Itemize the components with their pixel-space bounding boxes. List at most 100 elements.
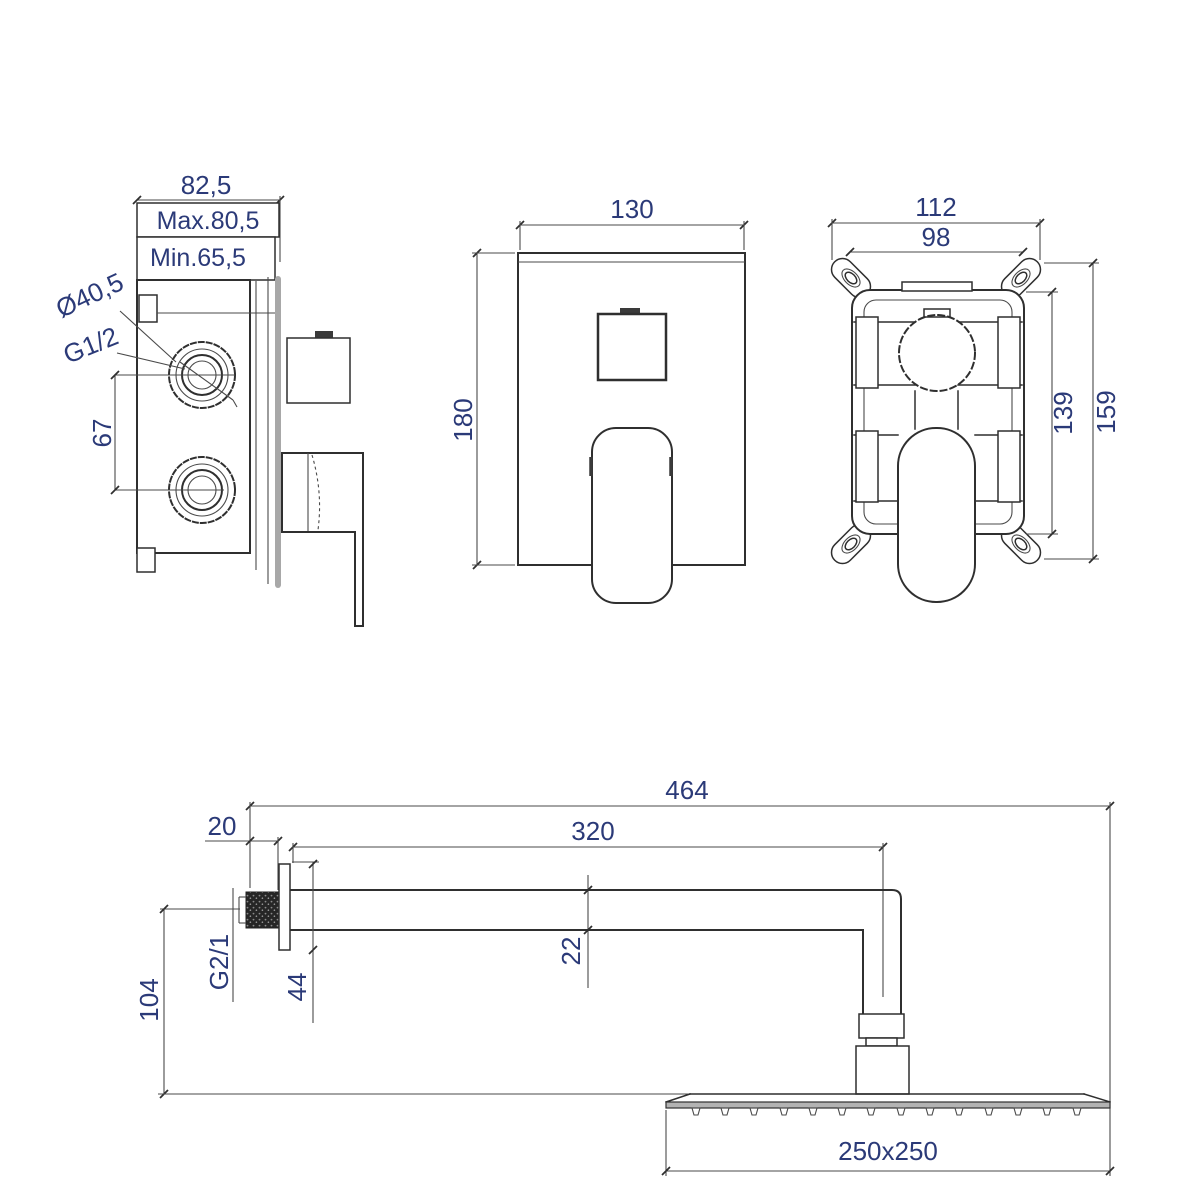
diverter-button-tab: [620, 308, 640, 315]
diverter-button: [596, 312, 668, 382]
min-depth-label: Min.65,5: [150, 244, 246, 272]
tick: [132, 195, 142, 205]
head-face-plate: [665, 1101, 1111, 1109]
dim-label: 22: [556, 937, 586, 966]
dim-overall-height: 159: [1044, 258, 1121, 564]
dim-label: 98: [922, 222, 951, 252]
dim-label: 320: [571, 816, 614, 846]
tick: [1047, 287, 1057, 297]
side-port-block: [855, 430, 879, 503]
dim-outer-width: 112: [827, 192, 1045, 260]
ear-slot-outer: [841, 268, 861, 288]
tick: [845, 247, 855, 257]
nozzle: [984, 1107, 994, 1116]
nozzle: [691, 1107, 701, 1116]
handle-curve: [311, 454, 321, 531]
arm-escutcheon: [278, 863, 291, 951]
dim-port-spacing: 67: [87, 370, 235, 495]
dim-label: 44: [282, 973, 312, 1002]
dim-plate-width: 130: [515, 194, 749, 250]
head-connector-neck: [865, 1037, 898, 1047]
dim-label: 82,5: [181, 170, 232, 200]
ear-slot-outer: [841, 534, 861, 554]
nozzle: [837, 1107, 847, 1116]
dim-label: 104: [134, 978, 164, 1021]
dim-label: 159: [1091, 390, 1121, 433]
nozzle: [808, 1107, 818, 1116]
escutcheon-plate-edge: [275, 276, 281, 588]
nozzle: [954, 1107, 964, 1116]
cartridge-tab: [315, 331, 333, 338]
mounting-ear-top-right: [1000, 257, 1042, 299]
nozzle: [779, 1107, 789, 1116]
tick: [583, 925, 593, 935]
tick: [308, 859, 318, 869]
leader-line: [116, 352, 186, 370]
dim-label: 67: [87, 419, 117, 448]
arm-bottom-outline: [289, 929, 864, 1015]
mixer-handle: [591, 427, 673, 604]
cartridge-housing: [286, 337, 351, 404]
tick: [1088, 554, 1098, 564]
tick: [1088, 258, 1098, 268]
dim-label: 464: [665, 775, 708, 805]
handle-outline: [281, 452, 364, 627]
side-port-block: [997, 430, 1021, 503]
nozzle: [749, 1107, 759, 1116]
ear-slot-inner: [844, 537, 858, 551]
front-view: 130 180: [448, 194, 749, 604]
dim-label: 180: [448, 398, 478, 441]
head-connector-upper: [858, 1013, 905, 1039]
dim-arm-thickness: 22: [556, 875, 593, 988]
nozzle: [1013, 1107, 1023, 1116]
section-line: [179, 361, 234, 401]
tick: [661, 1166, 671, 1176]
tick: [1105, 1166, 1115, 1176]
mounting-ear-bottom-left: [830, 523, 872, 565]
tick: [308, 945, 318, 955]
nozzle: [925, 1107, 935, 1116]
dim-body-height: 139: [1026, 287, 1078, 539]
diameter-label: Ø40,5: [51, 267, 128, 324]
wall-thread-block: [245, 891, 280, 929]
ear-slot-inner: [1014, 271, 1028, 285]
max-depth-label: Max.80,5: [157, 207, 260, 235]
shower-arm-view: 464 320 20 G2/1: [134, 775, 1115, 1176]
dim-label: 20: [208, 811, 237, 841]
thread-callout: G2/1: [204, 888, 234, 1002]
dim-arm-length: 320: [288, 816, 888, 997]
rough-in-view: 112 98: [827, 192, 1121, 603]
head-bevel: [665, 1093, 691, 1103]
dim-overall-length: 464: [245, 775, 1115, 1176]
handle-lever: [281, 452, 364, 627]
section-line-hook: [232, 399, 238, 408]
nozzle: [720, 1107, 730, 1116]
tick: [1047, 529, 1057, 539]
dim-wall-thread: 20: [205, 811, 283, 890]
dim-head-size: 250x250: [661, 1110, 1115, 1176]
thread-label: G1/2: [59, 321, 123, 370]
tick: [110, 370, 120, 380]
nozzle: [1072, 1107, 1082, 1116]
dim-label: 130: [610, 194, 653, 224]
dim-drop-height: 104: [134, 904, 240, 1099]
tick: [110, 485, 120, 495]
cartridge-circle: [898, 314, 976, 392]
handle-capsule: [897, 427, 976, 603]
ear-slot-outer: [1011, 268, 1031, 288]
head-connector-lower: [855, 1045, 910, 1095]
tick: [159, 904, 169, 914]
side-port-block: [855, 316, 879, 389]
side-view: 82,5 Max.80,5 Min.65,5: [51, 170, 364, 627]
dim-label: 250x250: [838, 1136, 938, 1166]
thread-label: G2/1: [204, 934, 234, 990]
dim-label: 139: [1048, 391, 1078, 434]
body-top-tab: [901, 281, 973, 292]
ear-slot-inner: [844, 271, 858, 285]
top-lug: [138, 294, 158, 323]
nozzle: [896, 1107, 906, 1116]
dim-overall-depth: 82,5: [132, 170, 285, 262]
side-port-block: [997, 316, 1021, 389]
dim-body-width: 98: [845, 222, 1028, 257]
